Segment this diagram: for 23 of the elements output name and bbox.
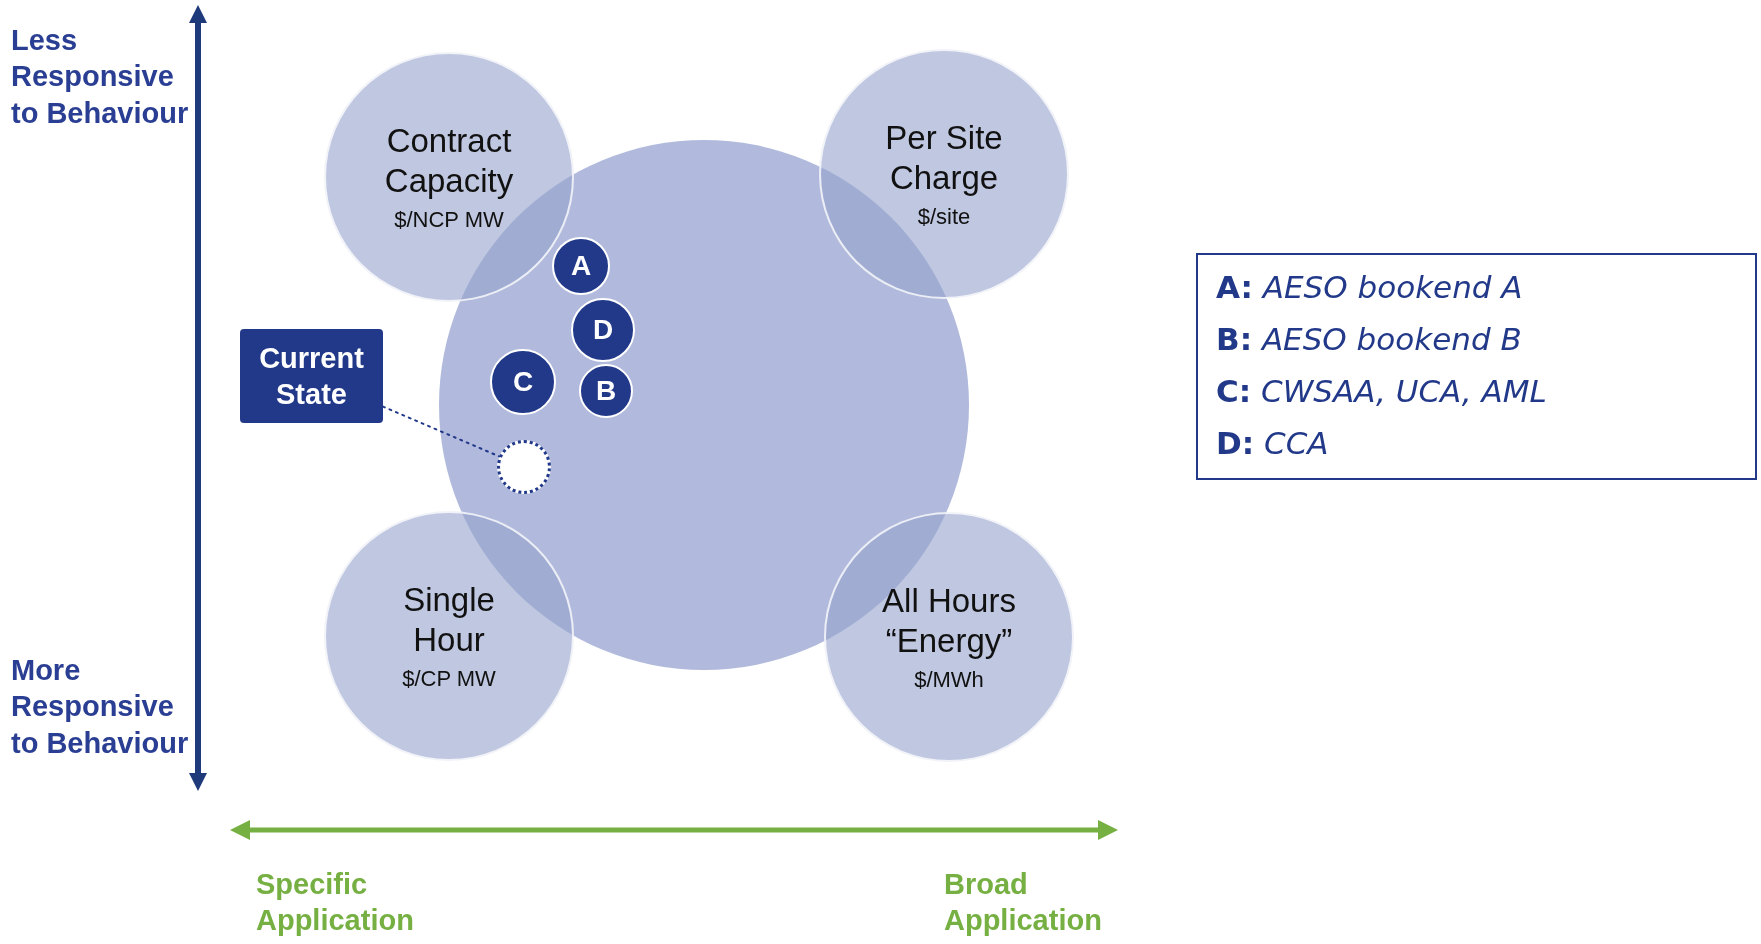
unit-label: $/CP MW: [402, 665, 496, 692]
unit-label: $/site: [917, 203, 971, 230]
key-entry: B: AESO bookend B: [1216, 321, 1522, 357]
status-label-box: Current State: [240, 329, 383, 423]
category-title: Contract Capacity: [383, 121, 515, 201]
axis-label: Broad Application: [944, 867, 1103, 939]
letter-marker: A: [552, 237, 610, 295]
letter-marker: D: [571, 298, 635, 362]
axis-label: More Responsive to Behaviour: [11, 653, 190, 761]
axis-label: Less Responsive to Behaviour: [11, 23, 190, 131]
leader-line: [382, 405, 501, 458]
letter-marker: C: [490, 349, 556, 415]
category-title: Per Site Charge: [884, 118, 1004, 198]
category-title: All Hours “Energy”: [881, 581, 1017, 661]
category-title: Single Hour: [402, 580, 496, 660]
letter-marker: B: [579, 364, 633, 418]
key-entry: C: CWSAA, UCA, AML: [1216, 373, 1547, 409]
unit-label: $/MWh: [914, 666, 984, 693]
axis-label: Specific Application: [256, 867, 415, 939]
key-entry: D: CCA: [1216, 425, 1329, 461]
key-entry: A: AESO bookend A: [1216, 269, 1523, 305]
dotted-circle: [497, 440, 551, 494]
unit-label: $/NCP MW: [394, 206, 504, 233]
